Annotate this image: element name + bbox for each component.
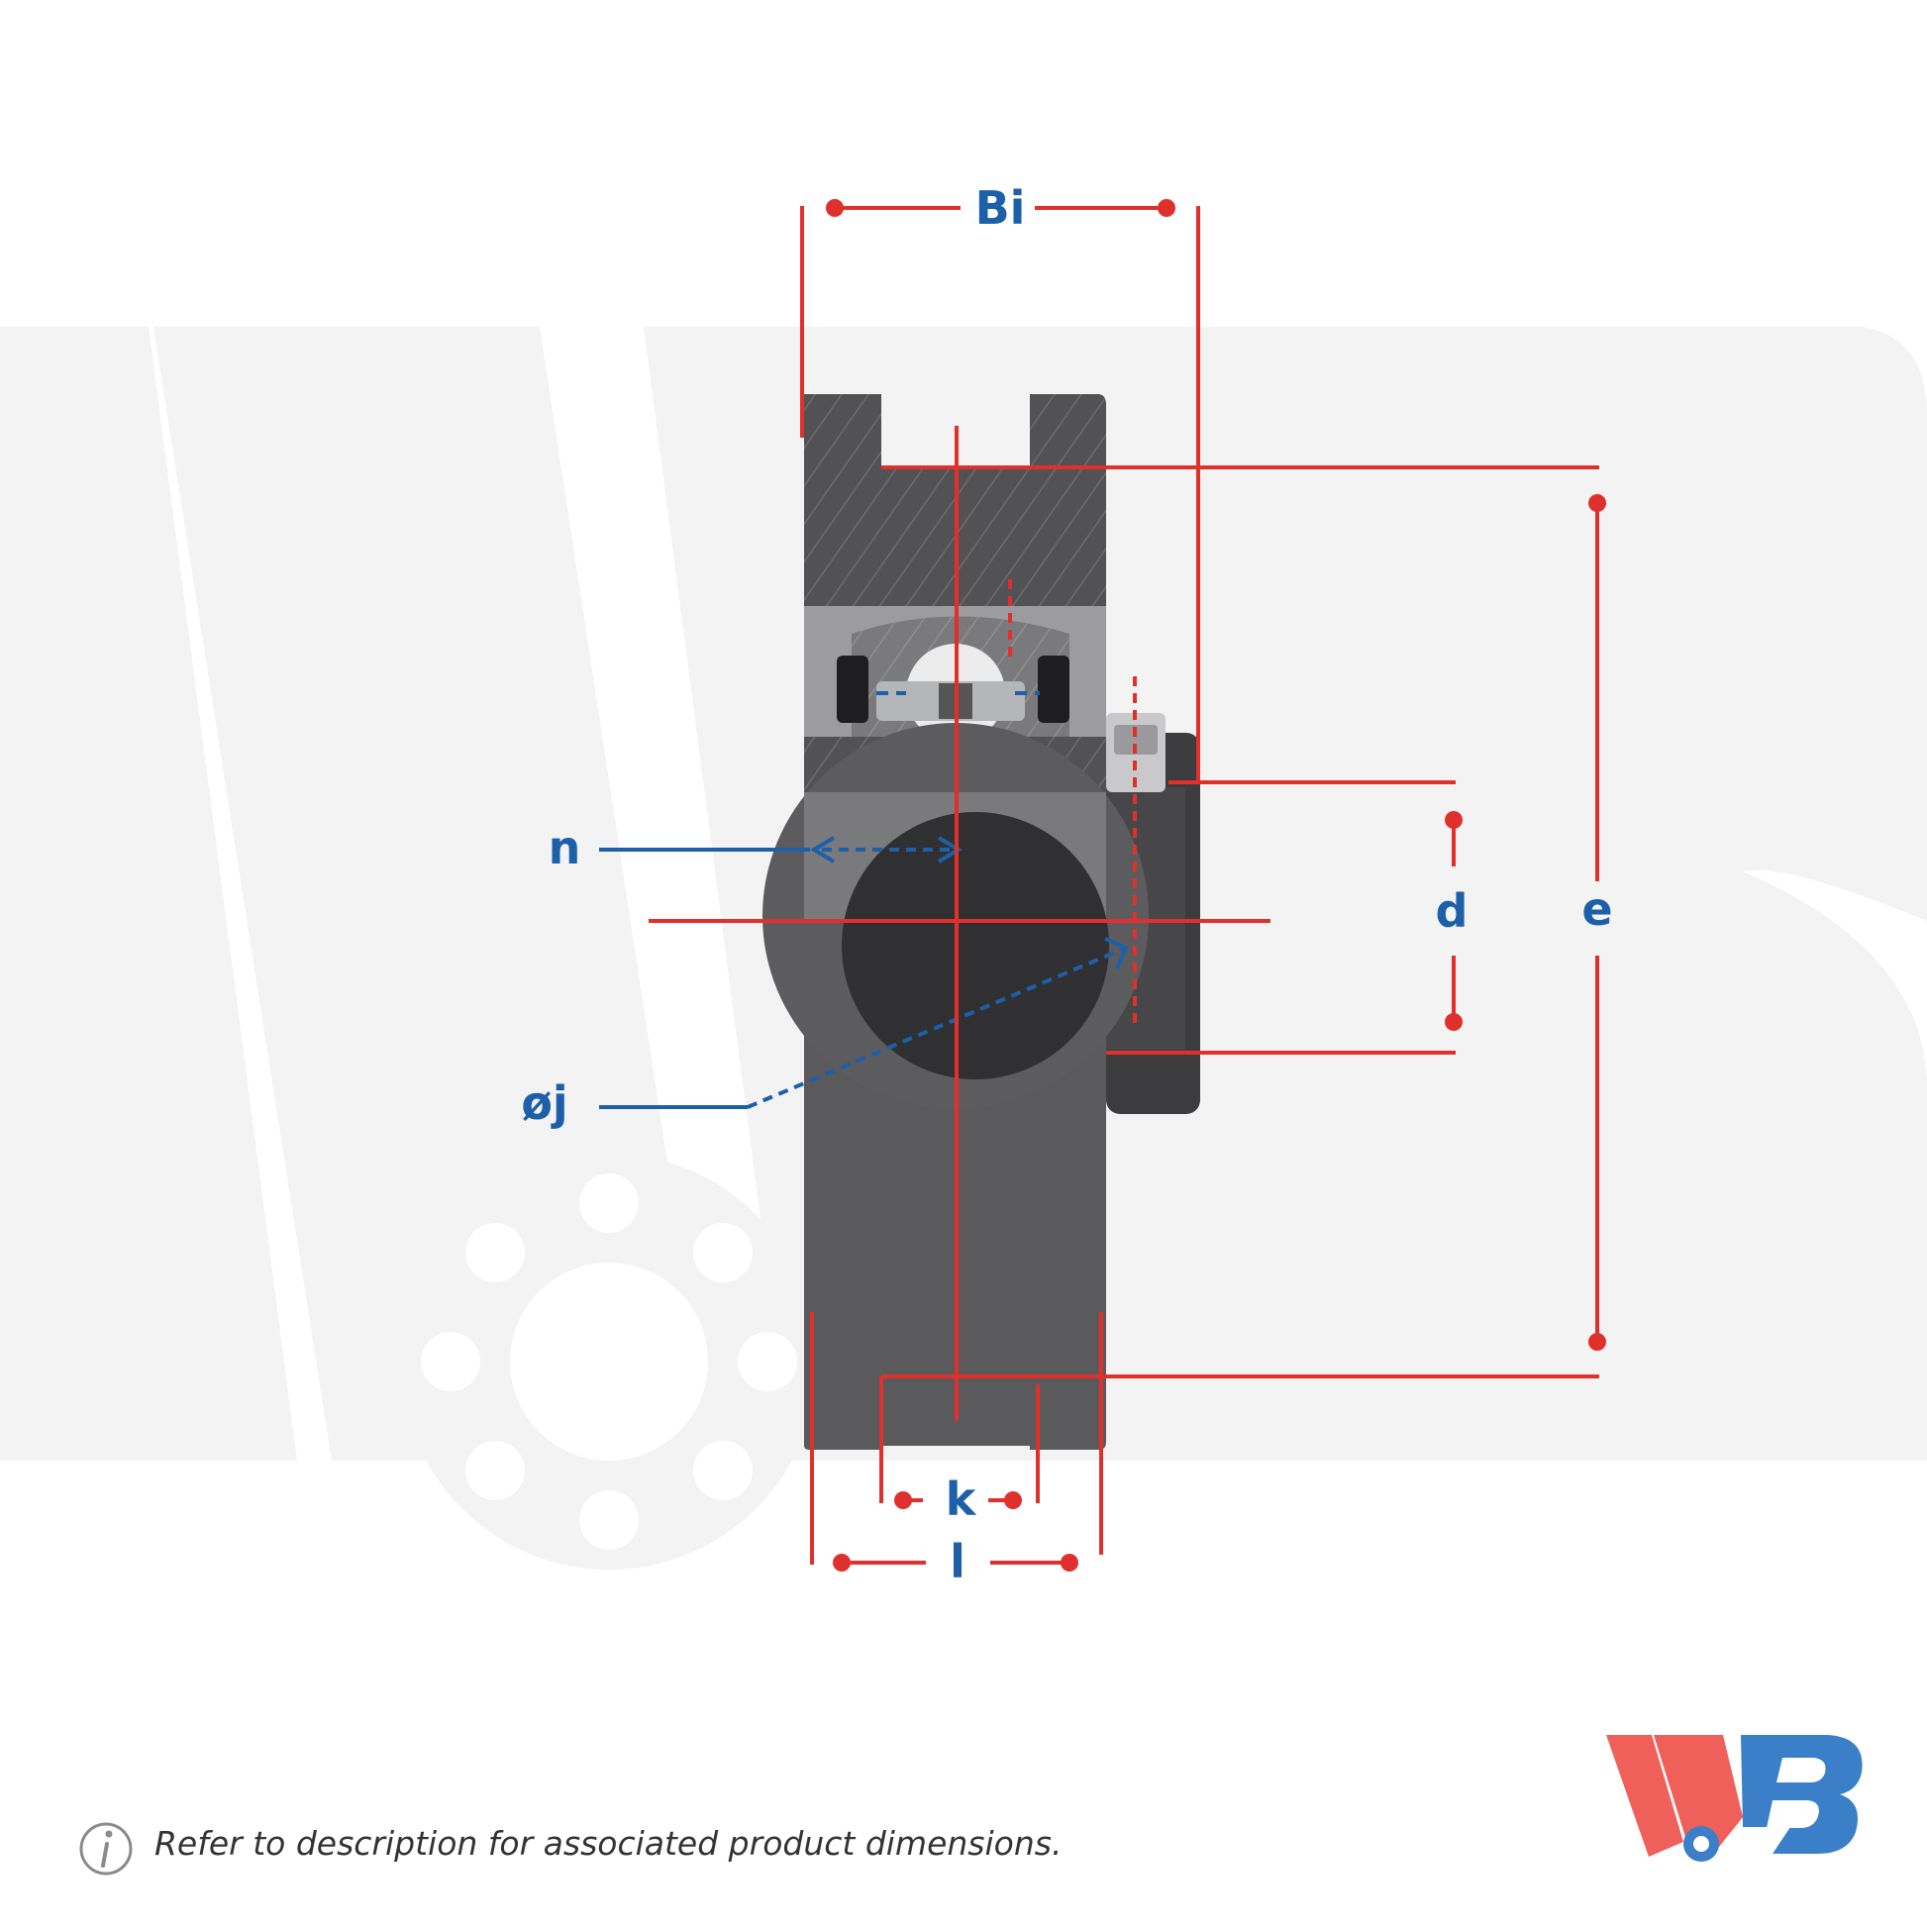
label-d: d [1436, 884, 1469, 938]
red-dimension-endpoints [826, 199, 1606, 1572]
label-e: e [1581, 882, 1612, 936]
label-l: l [950, 1535, 965, 1588]
blue-guides [599, 691, 1129, 1109]
label-k: k [946, 1473, 977, 1526]
footer-note: Refer to description for associated prod… [154, 1824, 1063, 1863]
wjb-logo-icon [1606, 1735, 1863, 1862]
label-j: øj [521, 1076, 567, 1130]
label-n: n [549, 821, 581, 874]
dimension-labels: Bi n d e øj k l [521, 181, 1612, 1588]
label-bi: Bi [975, 181, 1026, 235]
red-dimension-lines [649, 206, 1599, 1565]
info-icon [79, 1822, 133, 1876]
